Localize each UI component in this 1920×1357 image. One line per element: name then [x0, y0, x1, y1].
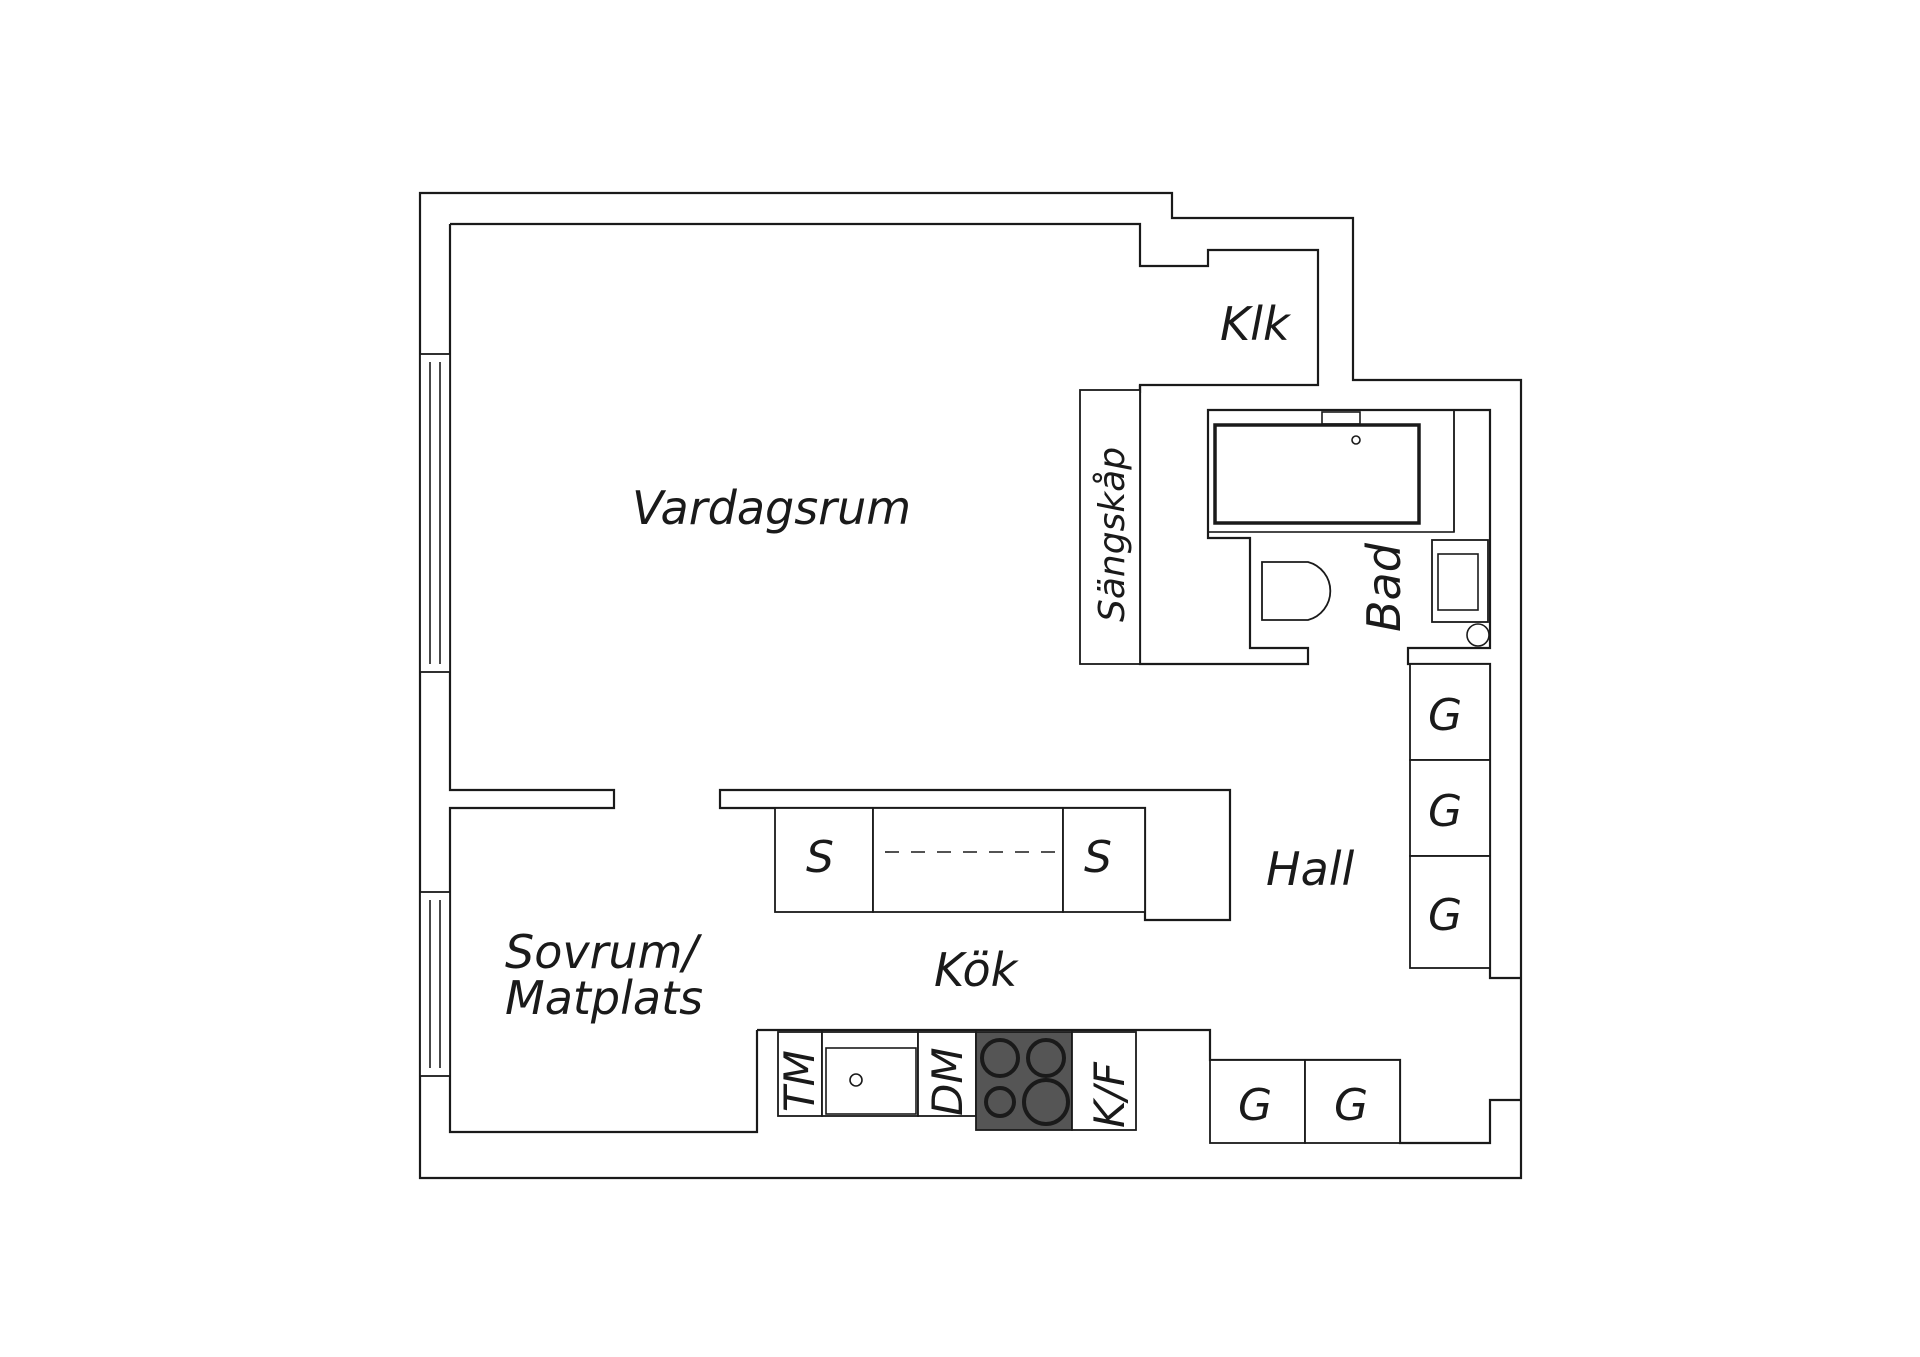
- counter-sink: [821, 1031, 919, 1117]
- fridge: [1071, 1031, 1137, 1131]
- burner-1: [980, 1038, 1020, 1078]
- label-kok: Kök: [934, 943, 1020, 997]
- wardrobe-3: [1409, 855, 1491, 969]
- storage-right: [1062, 807, 1146, 913]
- wardrobe-4: [1209, 1059, 1306, 1144]
- bed-cabinet: [1079, 389, 1141, 665]
- label-s-left: S: [806, 832, 834, 883]
- label-tm: TM: [775, 1050, 824, 1112]
- storage-middle: [872, 807, 1064, 913]
- label-s-right: S: [1084, 832, 1112, 883]
- toilet: [1261, 561, 1332, 621]
- burner-3: [984, 1086, 1016, 1118]
- storage-wall: [718, 788, 1232, 922]
- wardrobe-2: [1409, 759, 1491, 857]
- counter-dm: [917, 1031, 977, 1117]
- burner-2: [1026, 1038, 1066, 1078]
- label-hall: Hall: [1266, 842, 1355, 896]
- bathtub: [1213, 423, 1421, 525]
- label-klk: Klk: [1220, 297, 1292, 351]
- storage-left: [774, 807, 874, 913]
- kitchen-sink: [825, 1047, 917, 1115]
- label-g-1: G: [1428, 690, 1462, 741]
- outer-wall: [418, 191, 1523, 1180]
- bathtub-frame: [1207, 409, 1455, 533]
- label-kf: K/F: [1085, 1061, 1134, 1128]
- inner-wall-living: [450, 222, 1320, 393]
- shower-drain: [1466, 623, 1490, 647]
- label-g-5: G: [1334, 1080, 1368, 1131]
- wardrobe-1: [1409, 663, 1491, 761]
- label-vardagsrum: Vardagsrum: [632, 481, 911, 535]
- label-g-4: G: [1238, 1080, 1272, 1131]
- label-sovrum-2: Matplats: [505, 971, 703, 1025]
- label-bad: Bad: [1357, 542, 1411, 632]
- window-upper: [419, 353, 451, 673]
- tub-drain: [1351, 435, 1361, 445]
- label-dm: DM: [923, 1047, 972, 1116]
- sink-drain: [849, 1073, 863, 1087]
- label-g-2: G: [1428, 786, 1462, 837]
- label-sovrum-1: Sovrum/: [505, 925, 702, 979]
- window-lower: [419, 891, 451, 1077]
- bathroom-sink-bowl: [1437, 553, 1479, 611]
- wardrobe-5: [1304, 1059, 1401, 1144]
- label-sangskap: Sängskåp: [1092, 447, 1133, 622]
- label-g-3: G: [1428, 890, 1462, 941]
- tub-faucet: [1321, 411, 1361, 425]
- burner-4: [1022, 1078, 1070, 1126]
- inner-wall-living-left: [448, 224, 759, 1134]
